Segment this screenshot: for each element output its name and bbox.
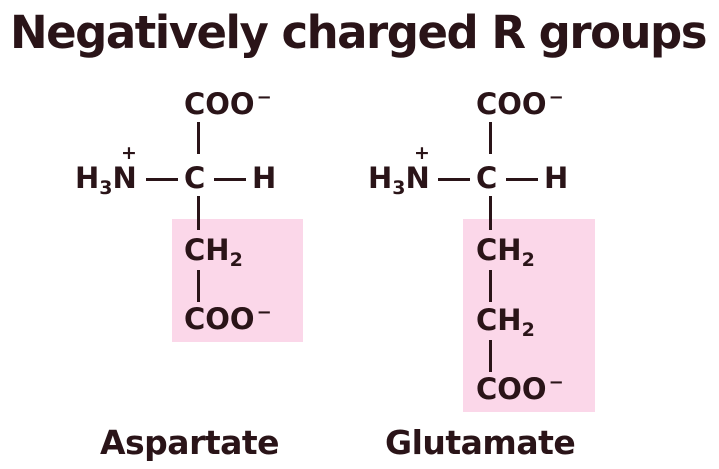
- aspartate-r-group-highlight: [172, 219, 303, 342]
- aspartate-side-chain-carboxylate: COO−: [184, 302, 272, 336]
- glutamate-amino-group: H3N: [368, 161, 430, 199]
- glutamate-r-group-highlight: [463, 219, 595, 412]
- aspartate-alpha-hydrogen: H: [252, 161, 277, 195]
- aspartate-amino-group: H3N: [75, 161, 137, 199]
- figure-title: Negatively charged R groups: [10, 6, 708, 59]
- glutamate-side-chain-carboxylate: COO−: [476, 372, 564, 406]
- glutamate-bond-c-h: [506, 178, 538, 181]
- aspartate-alpha-carbon: C: [184, 161, 206, 195]
- glutamate-bond-n-c: [438, 178, 470, 181]
- glutamate-alpha-carbon: C: [476, 161, 498, 195]
- glutamate-alpha-hydrogen: H: [544, 161, 569, 195]
- aspartate-bond-c-ch2: [197, 196, 200, 230]
- aspartate-bond-c-h: [214, 178, 246, 181]
- glutamate-bond-c-coo: [489, 122, 492, 154]
- aspartate-bond-ch2-coo: [197, 270, 200, 302]
- aspartate-bond-n-c: [146, 178, 178, 181]
- glutamate-bond-ch2-coo: [489, 340, 492, 372]
- glutamate-bond-ch2-ch2: [489, 270, 492, 302]
- aspartate-alpha-carboxylate: COO−: [184, 87, 272, 121]
- glutamate-methylene-1: CH2: [476, 233, 535, 271]
- aspartate-methylene: CH2: [184, 233, 243, 271]
- glutamate-methylene-2: CH2: [476, 303, 535, 341]
- aspartate-amino-charge: +: [121, 142, 137, 164]
- glutamate-bond-c-ch2: [489, 196, 492, 230]
- aspartate-label: Aspartate: [100, 423, 280, 462]
- glutamate-alpha-carboxylate: COO−: [476, 87, 564, 121]
- aspartate-bond-c-coo: [197, 122, 200, 154]
- glutamate-amino-charge: +: [414, 142, 430, 164]
- glutamate-label: Glutamate: [385, 423, 576, 462]
